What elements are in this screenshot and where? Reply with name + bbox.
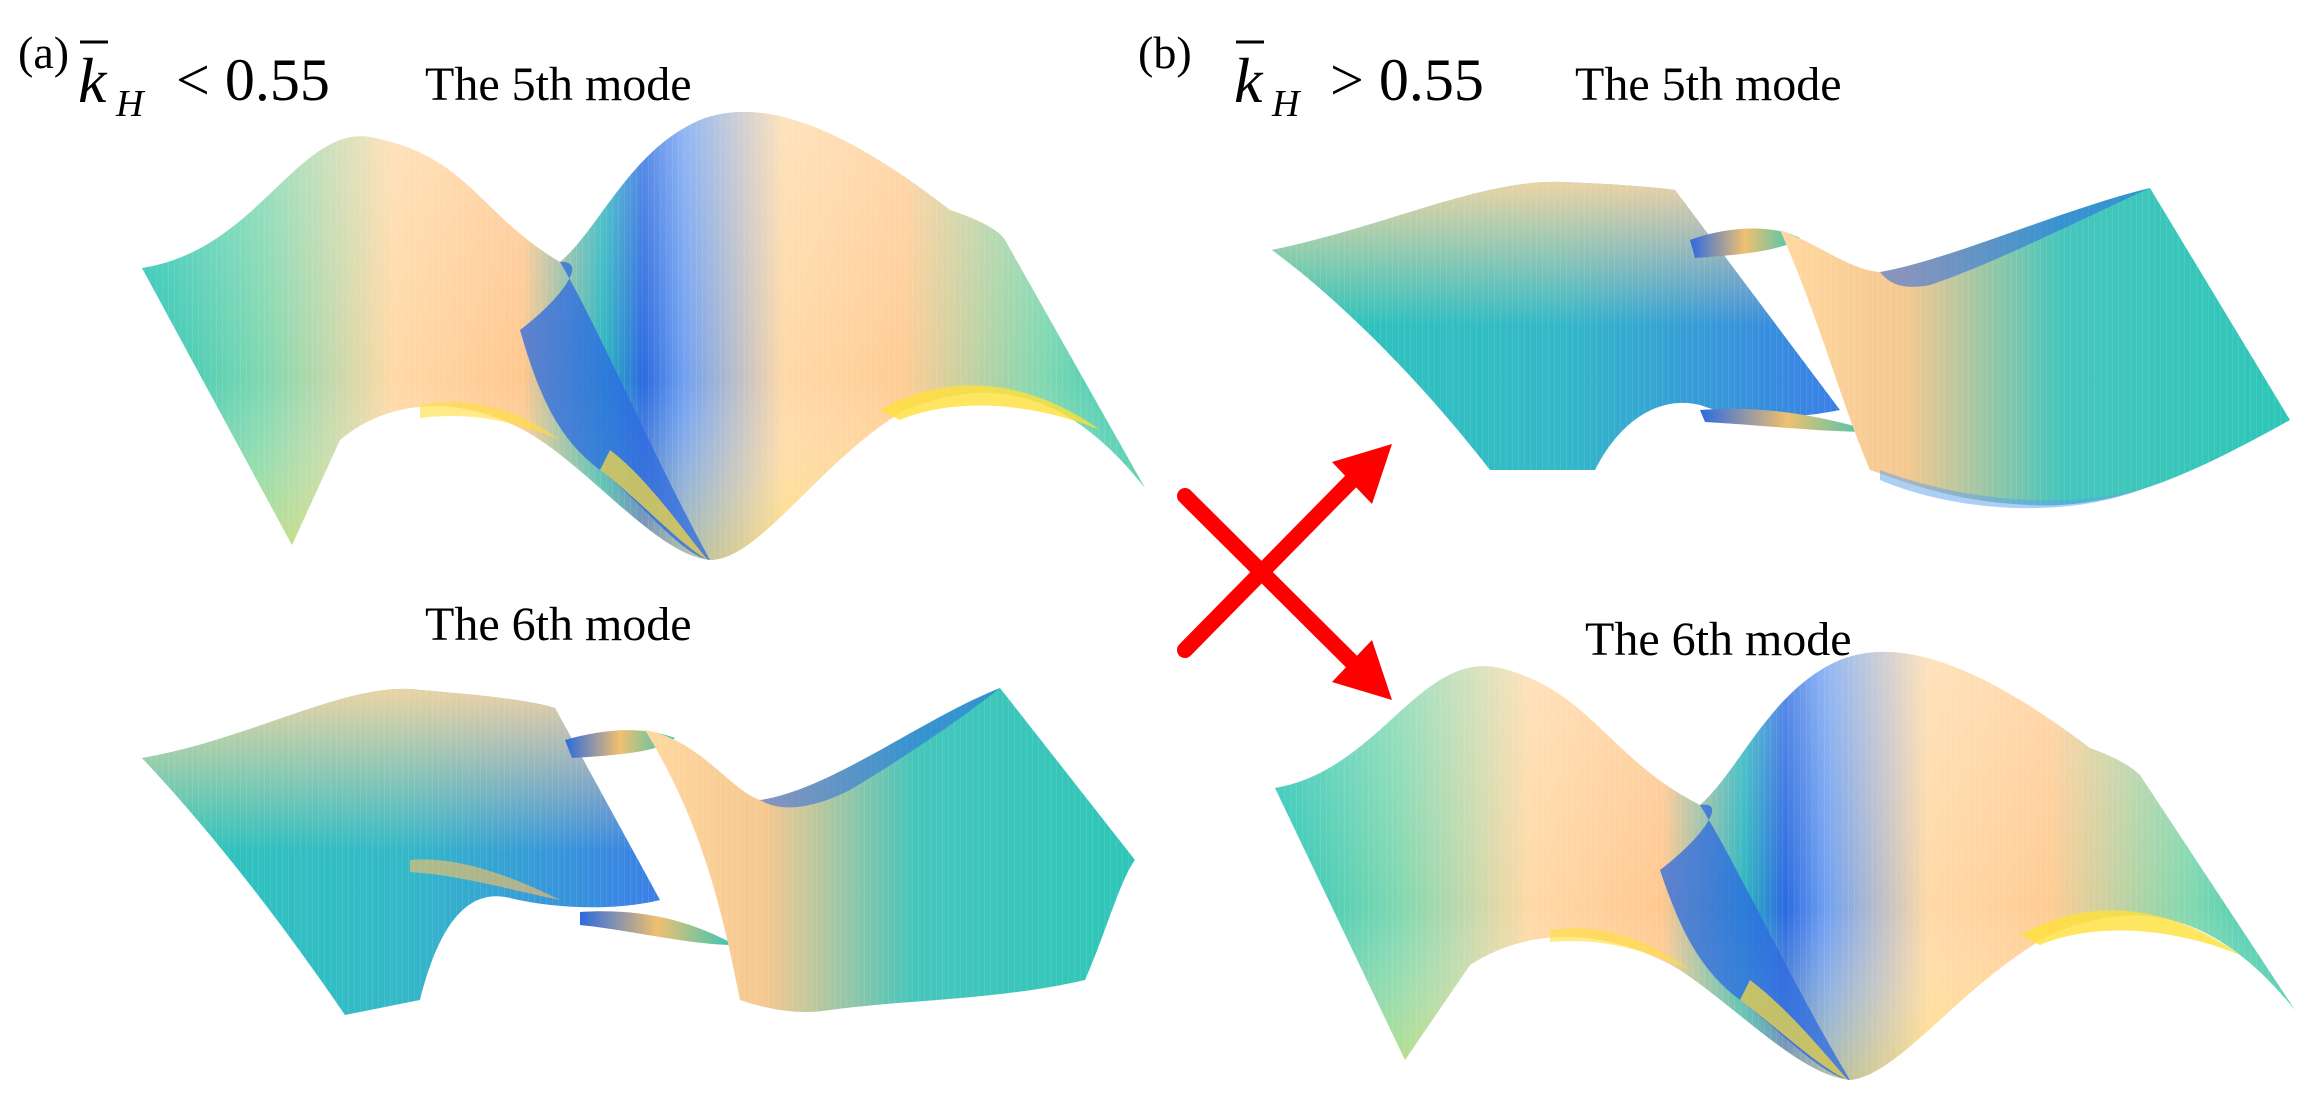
arrow-lower-right-head: [1332, 640, 1392, 700]
panel-b-top-title: The 5th mode: [1575, 58, 1842, 111]
panel-a-label: (a): [18, 27, 69, 78]
condition-relation: > 0.55: [1330, 47, 1484, 113]
panel-a: (a) k H < 0.55 The 5th mode The 6th mode: [18, 27, 1145, 1015]
condition-relation: < 0.55: [176, 47, 330, 113]
arrow-lower-right: [1177, 488, 1370, 680]
panel-a-condition: k H < 0.55: [78, 40, 330, 125]
k-symbol: k: [1234, 45, 1264, 116]
panel-a-bottom-surface: [142, 688, 1135, 1015]
panel-a-bottom-title: The 6th mode: [425, 598, 692, 651]
swap-arrows: [1177, 444, 1392, 700]
panel-b-bottom-surface: [1275, 651, 2295, 1080]
panel-b-top-surface: [1272, 181, 2290, 509]
panel-a-top-surface: [142, 111, 1145, 561]
panel-b: (b) k H > 0.55 The 5th mode The 6th mode: [1138, 27, 2295, 1080]
panel-b-condition: k H > 0.55: [1234, 40, 1484, 125]
k-symbol: k: [78, 45, 108, 116]
panel-a-top-title: The 5th mode: [425, 58, 692, 111]
k-subscript: H: [1271, 83, 1302, 125]
arrow-upper-right-head: [1332, 444, 1392, 504]
panel-b-label: (b): [1138, 27, 1192, 78]
arrow-upper-right: [1177, 462, 1370, 658]
k-subscript: H: [115, 83, 146, 125]
panel-b-bottom-title: The 6th mode: [1585, 613, 1852, 666]
